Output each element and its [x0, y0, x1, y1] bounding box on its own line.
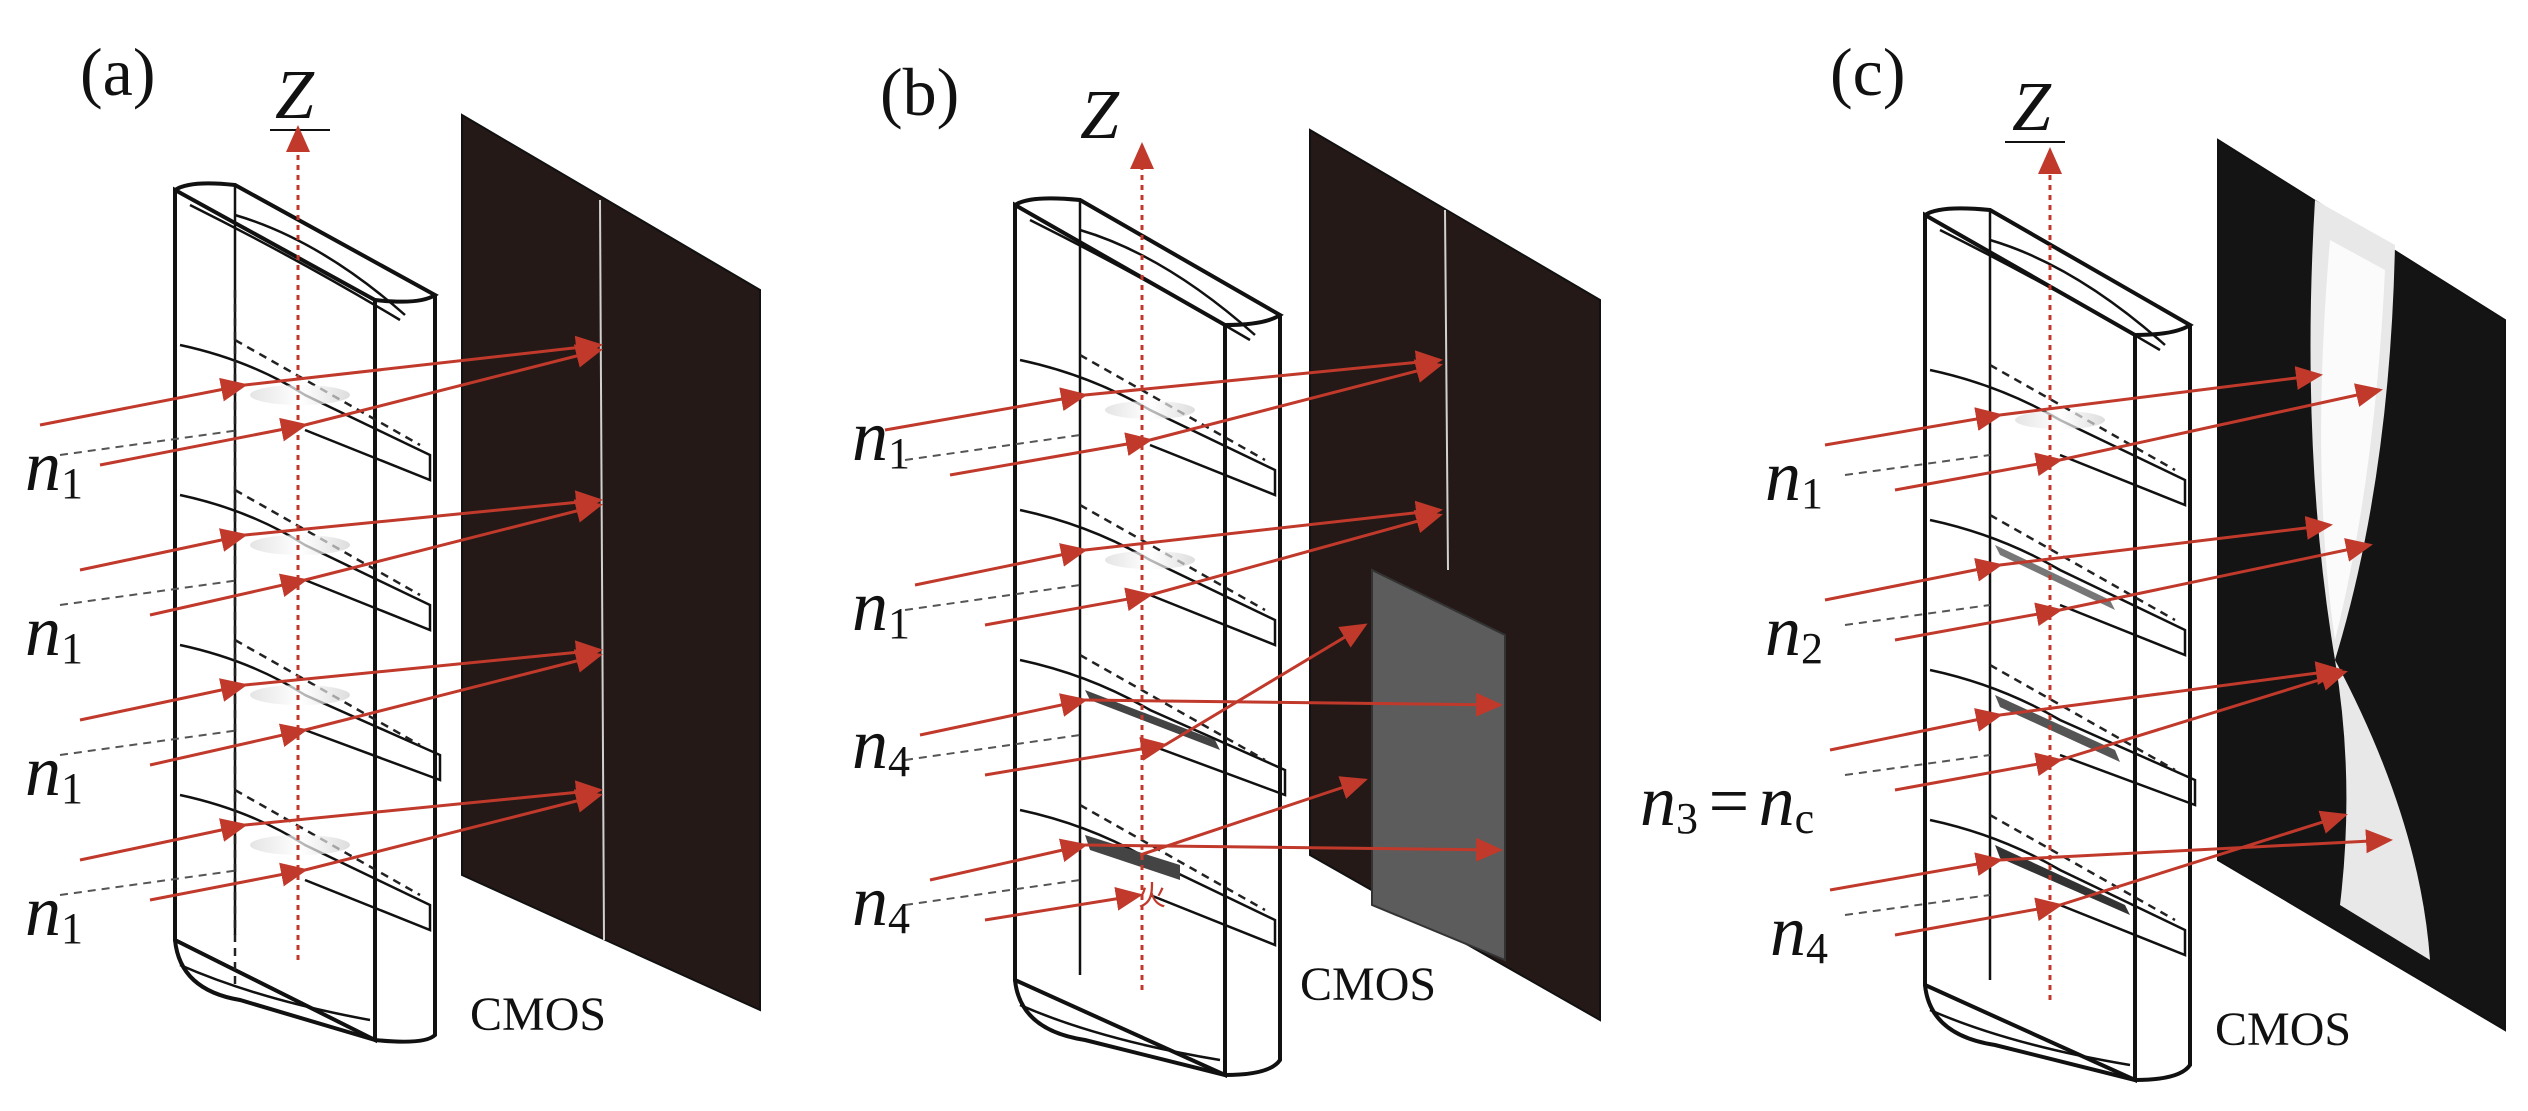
panel-a: (a) Z CMOS — [25, 34, 761, 1044]
panel-c-cmos-screen — [2217, 138, 2506, 1032]
panel-b-layer-4-n: n4 — [852, 861, 910, 943]
panel-c-slab-4 — [1995, 845, 2130, 915]
panel-a-cmos-screen — [461, 113, 761, 1012]
panel-c: (c) Z CMOS — [1640, 34, 2506, 1084]
panel-b-z-label: Z — [1080, 77, 1120, 154]
panel-a-label: (a) — [80, 34, 155, 110]
panel-b-lens — [1013, 196, 1287, 1079]
panel-a-screen-line — [599, 199, 605, 941]
panel-b-rays — [884, 350, 1503, 922]
panel-b-cmos-label: CMOS — [1300, 958, 1436, 1011]
panel-a-layer-1-n: n1 — [25, 426, 83, 508]
panel-a-rays — [39, 335, 603, 902]
panel-a-layer-3-n: n1 — [25, 731, 83, 813]
panel-c-label: (c) — [1830, 34, 1905, 110]
panel-b: (b) Z CMOS 火 — [852, 54, 1601, 1079]
panel-c-layer-2-n: n2 — [1765, 591, 1823, 673]
panel-b-layer-3-n: n4 — [852, 704, 910, 786]
panel-b-layer-1-n: n1 — [852, 396, 910, 478]
panel-c-layer-3-n: n3=nc — [1640, 761, 1814, 843]
panel-b-label: (b) — [880, 54, 959, 130]
panel-c-layer-4-n: n4 — [1770, 891, 1828, 973]
panel-b-dark-slab-3 — [1085, 690, 1220, 750]
panel-b-dark-slab-4 — [1085, 835, 1180, 880]
panel-c-layer-1-n: n1 — [1765, 436, 1823, 518]
panel-a-z-label: Z — [275, 57, 315, 134]
panel-b-layer-2-n: n1 — [852, 566, 910, 648]
panel-a-layer-4-n: n1 — [25, 871, 83, 953]
panel-c-cmos-label: CMOS — [2215, 1003, 2351, 1056]
panel-b-screen-line — [1444, 209, 1449, 571]
panel-b-gray-patch — [1371, 568, 1506, 962]
panel-a-lens — [173, 181, 442, 1044]
panel-c-z-label: Z — [2012, 69, 2052, 146]
panel-c-rays — [1824, 366, 2393, 937]
panel-a-cmos-label: CMOS — [470, 988, 606, 1041]
panel-c-lens — [1923, 206, 2197, 1084]
panel-a-layer-2-n: n1 — [25, 591, 83, 673]
